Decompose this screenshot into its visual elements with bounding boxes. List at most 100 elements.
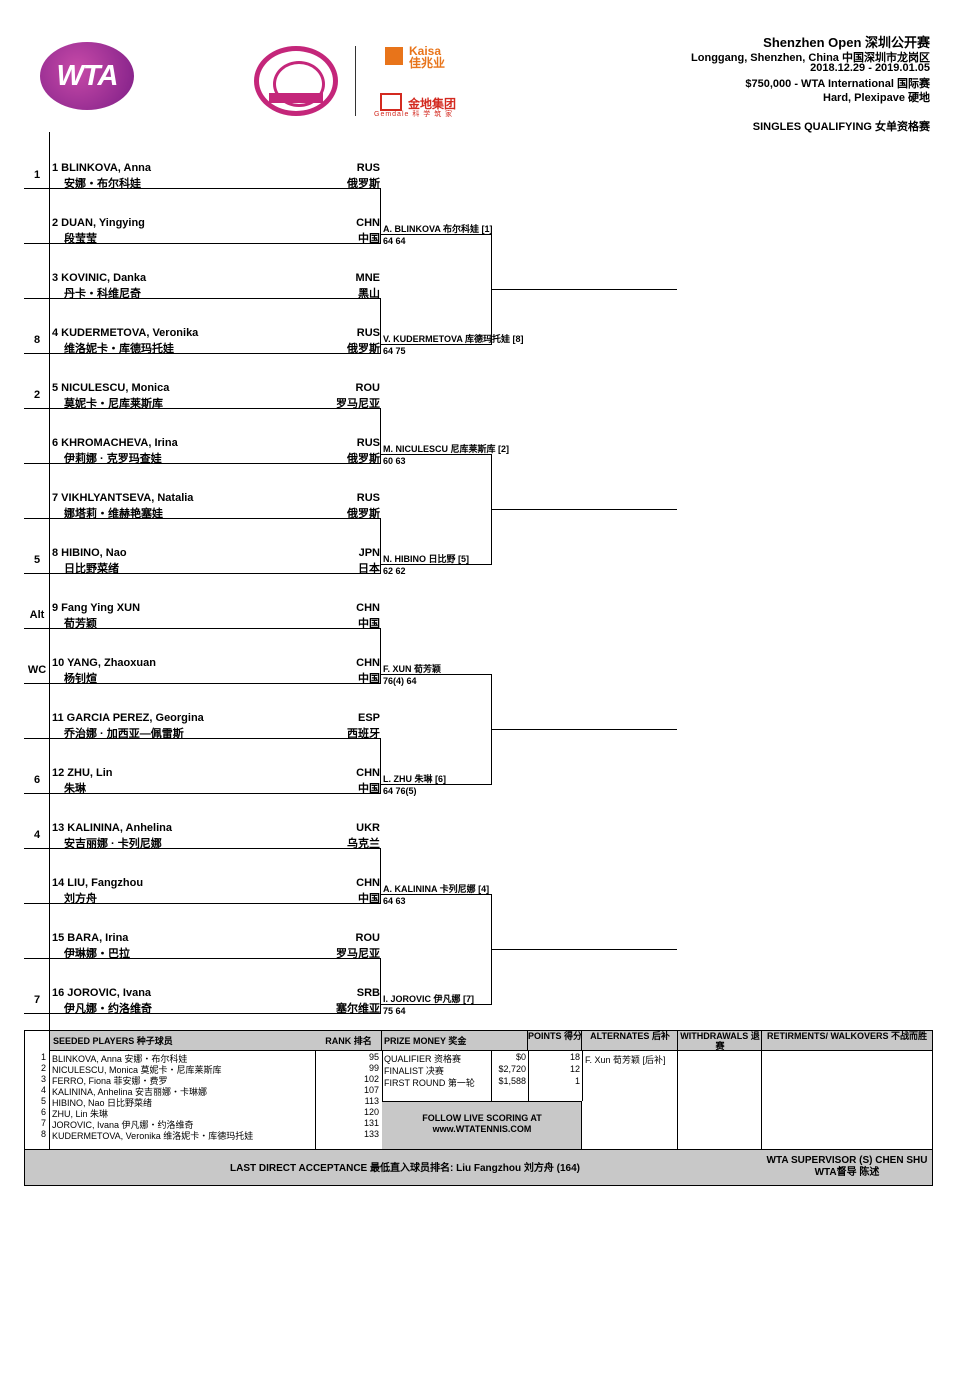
tournament-dates: 2018.12.29 - 2019.01.05 [810,62,930,74]
player-nationality-cn: 俄罗斯 [347,343,380,355]
seed-label: WC [27,664,47,676]
player-name-cn: 安吉丽娜 · 卡列尼娜 [64,838,162,850]
round2-winner: V. KUDERMETOVA 库德玛托娃 [8] [383,334,524,344]
round2-line [380,344,491,345]
player-nationality-cn: 乌克兰 [347,838,380,850]
player-line [24,793,380,794]
player-line [24,353,380,354]
wta-logo-text: WTA [56,60,119,92]
player-line [24,903,380,904]
round2-winner: I. JOROVIC 伊凡娜 [7] [383,994,475,1004]
player-name-cn: 伊莉娜 · 克罗玛查娃 [64,453,162,465]
seed-player: KALININA, Anhelina 安吉丽娜・卡琳娜 [52,1087,208,1097]
player-nationality: CHN [356,767,380,779]
player-line [24,298,380,299]
qualifier-line [491,729,677,730]
round2-line [380,234,491,235]
seed-rank: 120 [363,1107,379,1117]
seed-label: 6 [33,774,41,786]
player-name: 8 HIBINO, Nao [52,547,127,559]
prize-points: 1 [574,1076,580,1086]
r1-connector [380,298,381,354]
round2-winner: F. XUN 荀芳颖 [383,664,442,674]
player-line [24,573,380,574]
player-name-cn: 维洛妮卡・库德玛托娃 [64,343,174,355]
player-nationality-cn: 日本 [358,563,380,575]
player-name-cn: 杨钊煊 [64,673,97,685]
player-name: 10 YANG, Zhaoxuan [52,657,156,669]
seed-player: NICULESCU, Monica 莫妮卡・尼库莱斯库 [52,1065,222,1075]
r1-connector [380,848,381,904]
player-name: 11 GARCIA PEREZ, Georgina [52,712,204,724]
player-name: 7 VIKHLYANTSEVA, Natalia [52,492,194,504]
live-scoring-link[interactable]: www.WTATENNIS.COM [432,1124,532,1134]
table-footer [25,1149,932,1185]
player-nationality-cn: 罗马尼亚 [336,948,380,960]
event-name: SINGLES QUALIFYING 女单资格赛 [752,121,930,133]
round2-winner: L. ZHU 朱琳 [6] [383,774,446,784]
draw-left-border [49,132,50,1035]
player-name: 14 LIU, Fangzhou [52,877,144,889]
round2-score: 64 75 [383,346,406,356]
player-name: 12 ZHU, Lin [52,767,113,779]
seed-rank: 113 [364,1096,379,1106]
tournament-location: Longgang, Shenzhen, China 中国深圳市龙岗区 [691,52,930,64]
round2-line [380,564,491,565]
player-name-cn: 朱琳 [64,783,86,795]
round2-winner: N. HIBINO 日比野 [5] [383,554,470,564]
qualifier-line [491,509,677,510]
seed-player: ZHU, Lin 朱琳 [52,1109,109,1119]
prize-money: $2,720 [498,1064,526,1074]
round2-winner: A. BLINKOVA 布尔科娃 [1] [383,224,493,234]
seed-number: 8 [41,1129,47,1139]
seed-label: 8 [33,334,41,346]
round2-line [380,894,491,895]
prize-points: 12 [569,1064,580,1074]
player-nationality: RUS [356,162,380,174]
player-nationality: UKR [356,822,380,834]
player-line [24,518,380,519]
seed-number: 5 [41,1096,47,1106]
player-nationality-cn: 中国 [358,233,380,245]
seed-number: 4 [41,1085,47,1095]
gemdale-logo: 金地集团 [408,97,457,111]
prize-points: 18 [569,1052,580,1062]
player-name-cn: 娜塔莉・维赫艳塞娃 [64,508,163,520]
player-name-cn: 莫妮卡・尼库莱斯库 [64,398,163,410]
live-scoring-text: FOLLOW LIVE SCORING AT [422,1113,542,1123]
player-line [24,243,380,244]
player-line [24,188,380,189]
round2-score: 64 64 [383,236,406,246]
player-line [24,463,380,464]
player-nationality: ROU [355,932,380,944]
player-line [24,848,380,849]
prize-round: FIRST ROUND 第一轮 [384,1078,475,1088]
seeded-header: SEEDED PLAYERS 种子球员 [53,1036,173,1046]
seed-number: 7 [41,1118,47,1128]
player-nationality: RUS [356,492,380,504]
player-nationality: CHN [356,657,380,669]
seed-number: 1 [41,1052,47,1062]
rank-header: RANK 排名 [325,1036,372,1046]
prize-round: QUALIFIER 资格赛 [384,1054,462,1064]
r1-connector [380,518,381,574]
round2-line [380,674,491,675]
player-nationality-cn: 俄罗斯 [347,178,380,190]
round2-line [380,1004,491,1005]
player-nationality: RUS [356,437,380,449]
info-table: SEEDED PLAYERS 种子球员 RANK 排名 PRIZE MONEY … [24,1030,933,1186]
player-nationality: CHN [356,602,380,614]
round2-score: 64 63 [383,896,406,906]
r1-connector [380,408,381,464]
seed-label: 7 [33,994,41,1006]
player-name: 1 BLINKOVA, Anna [52,162,152,174]
prize-header: PRIZE MONEY 奖金 [384,1036,467,1046]
player-line [24,1013,380,1014]
round2-score: 75 64 [383,1006,406,1016]
alternate-player: F. Xun 荀芳颖 [后补] [585,1055,666,1065]
player-name: 16 JOROVIC, Ivana [52,987,152,999]
seed-rank: 107 [363,1085,379,1095]
seed-label: 2 [33,389,41,401]
player-nationality-cn: 黑山 [358,288,380,300]
